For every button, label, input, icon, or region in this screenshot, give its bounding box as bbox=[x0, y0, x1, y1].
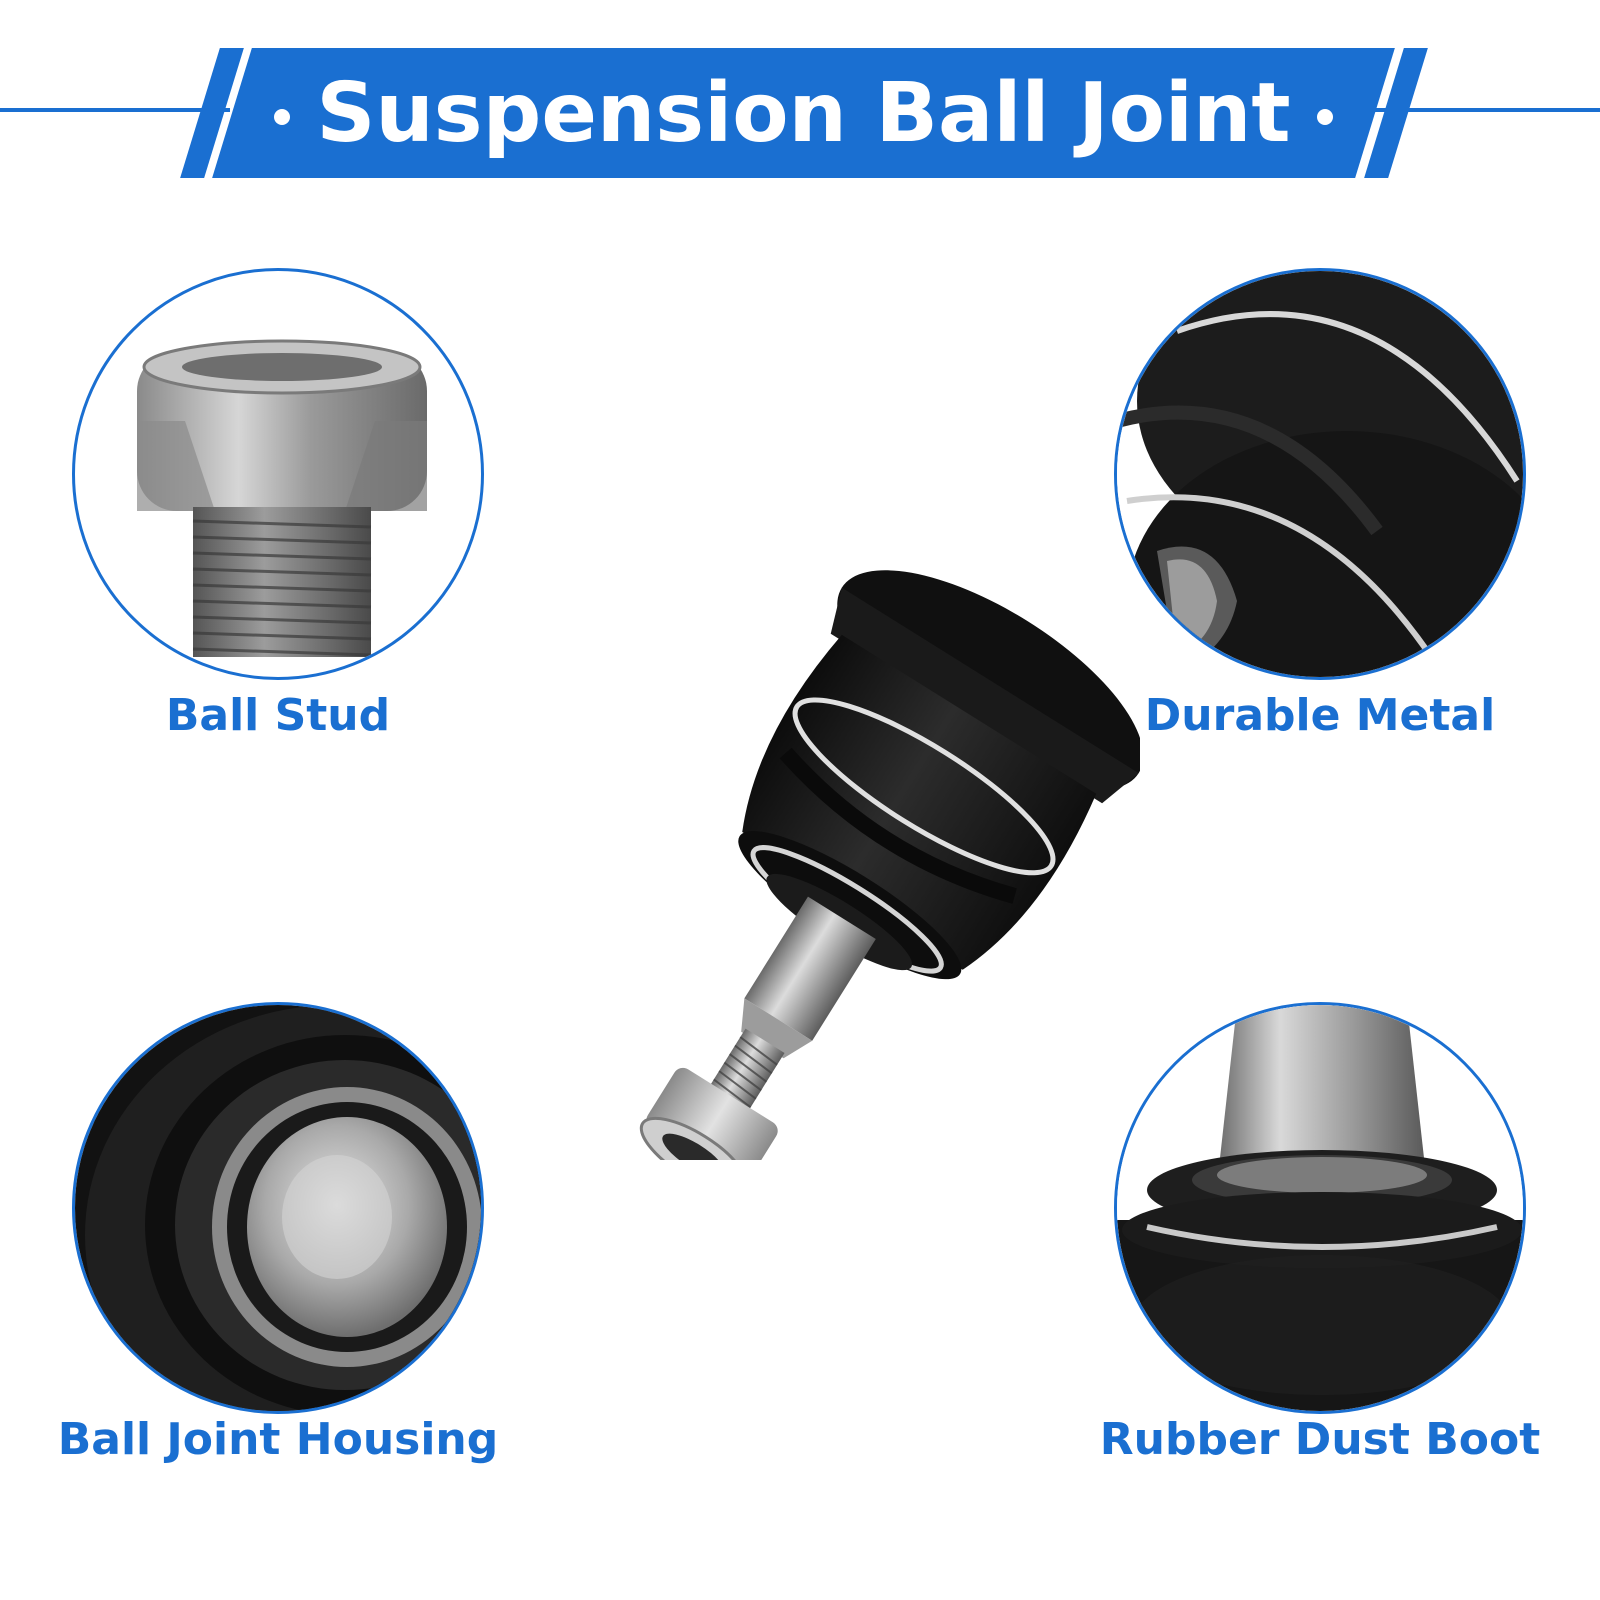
ball-stud-detail bbox=[72, 268, 484, 680]
rubber-boot-metal-ring-closeup-icon bbox=[1117, 271, 1523, 677]
threaded-nut-stud-closeup-icon bbox=[137, 339, 427, 657]
durable-metal-label: Durable Metal bbox=[1144, 690, 1496, 741]
bullet-dot-icon bbox=[1316, 109, 1333, 125]
banner-rule-right bbox=[1375, 108, 1600, 112]
banner-title-wrap: Suspension Ball Joint bbox=[232, 48, 1375, 178]
ball-joint-housing-label: Ball Joint Housing bbox=[57, 1414, 499, 1465]
ball-joint-product-image bbox=[639, 570, 1140, 1160]
page-title: Suspension Ball Joint bbox=[316, 65, 1291, 161]
ball-joint-housing-detail bbox=[72, 1002, 484, 1414]
dust-boot-shaft-closeup-icon bbox=[1117, 1005, 1523, 1411]
rubber-dust-boot-label: Rubber Dust Boot bbox=[1099, 1414, 1541, 1465]
rubber-dust-boot-detail bbox=[1114, 1002, 1526, 1414]
durable-metal-detail bbox=[1114, 268, 1526, 680]
housing-cap-closeup-icon bbox=[75, 1005, 481, 1411]
ball-stud-label: Ball Stud bbox=[165, 690, 391, 741]
bullet-dot-icon bbox=[274, 109, 291, 125]
banner-rule-left bbox=[0, 108, 230, 112]
